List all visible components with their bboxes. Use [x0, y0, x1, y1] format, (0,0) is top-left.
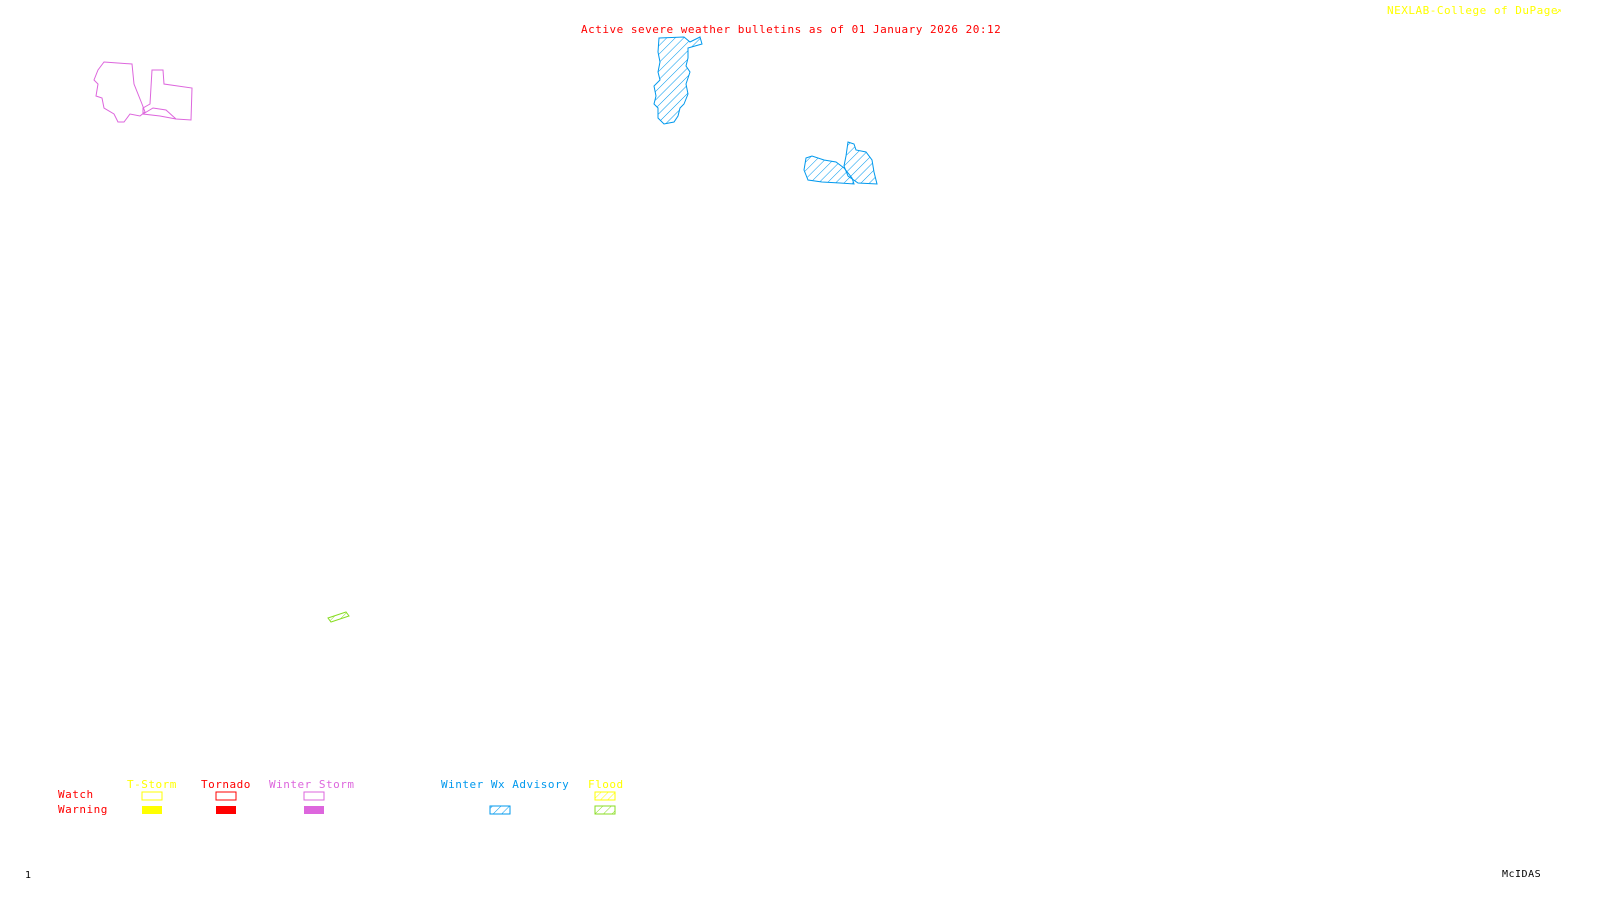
legend-tstorm-label: T-Storm — [127, 778, 177, 791]
winter-advisory-area-east — [803, 141, 878, 185]
legend-flood-label: Flood — [588, 778, 624, 791]
tstorm-warning-swatch — [142, 806, 162, 814]
legend-winter-storm-label: Winter Storm — [269, 778, 355, 791]
winter-storm-watch-swatch — [303, 791, 325, 801]
flood-warning-area-south — [327, 611, 350, 623]
winter-advisory-swatch — [489, 805, 511, 815]
winter-storm-warning-swatch — [304, 806, 324, 814]
tstorm-watch-swatch — [141, 791, 163, 801]
legend-tornado-label: Tornado — [201, 778, 251, 791]
frame-number: 1 — [25, 870, 32, 881]
software-label: McIDAS — [1502, 869, 1542, 880]
winter-advisory-area-north — [653, 36, 703, 125]
flood-watch-swatch — [594, 791, 616, 801]
legend-swatches — [141, 791, 616, 815]
page-title: Active severe weather bulletins as of 01… — [581, 23, 1002, 36]
credit-label: NEXLAB-College of DuPage — [1387, 4, 1558, 17]
flood-warning-swatch — [594, 805, 616, 815]
credit-logo-icon: ↗ — [1555, 4, 1563, 17]
legend-warning-row-label: Warning — [58, 803, 108, 816]
tornado-watch-swatch — [215, 791, 237, 801]
legend-watch-row-label: Watch — [58, 788, 94, 801]
legend-winter-advisory-label: Winter Wx Advisory — [441, 778, 570, 791]
tornado-warning-swatch — [216, 806, 236, 814]
winter-storm-area-west — [93, 61, 193, 123]
